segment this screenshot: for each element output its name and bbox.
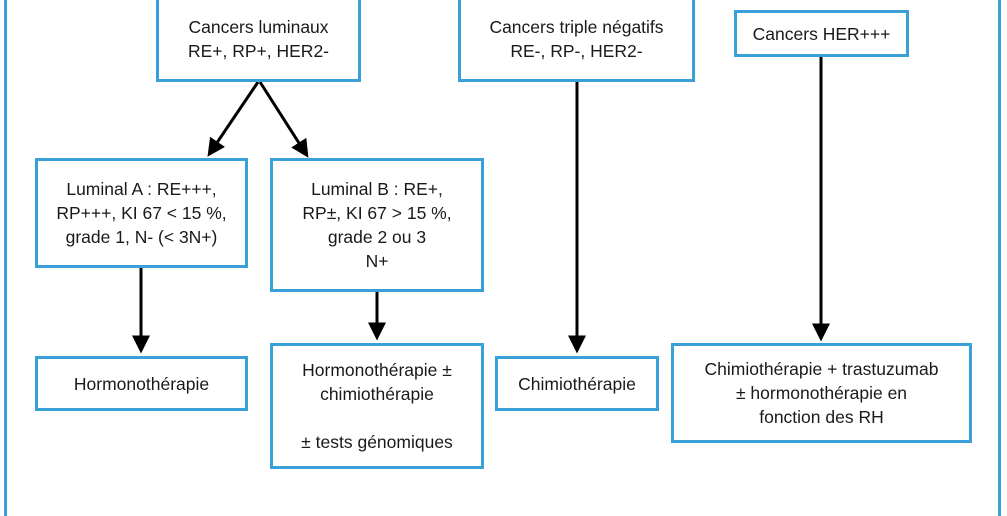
node-chimiotherapie: Chimiothérapie [495,356,659,411]
node-line: Luminal B : RE+, [311,179,443,199]
arrow-luminaux-to-luminal-a [207,81,260,157]
frame-right-border [998,0,1001,516]
node-hormonotherapie-chimiotherapie: Hormonothérapie ± chimiothérapie ± tests… [270,343,484,469]
node-line: grade 2 ou 3 [327,227,427,247]
node-line: RE-, RP-, HER2- [510,41,643,61]
node-line: ± hormonothérapie en [735,383,908,403]
node-line: RP+++, KI 67 < 15 %, [56,203,227,223]
node-line: grade 1, N- (< 3N+) [65,227,218,247]
node-cancers-her: Cancers HER+++ [734,10,909,57]
node-line: Hormonothérapie [73,373,210,394]
node-line: Chimiothérapie [518,373,636,394]
node-line: chimiothérapie [320,384,434,404]
node-line: N+ [365,251,389,271]
node-line: Hormonothérapie ± [302,360,452,380]
node-line: Luminal A : RE+++, [66,179,217,199]
node-line [301,406,453,430]
node-line: RE+, RP+, HER2- [187,41,330,61]
node-cancers-triple-negatifs: Cancers triple négatifs RE-, RP-, HER2- [458,0,695,82]
node-line: Cancers triple négatifs [489,17,664,37]
node-line: RP±, KI 67 > 15 %, [302,203,452,223]
node-luminal-b: Luminal B : RE+, RP±, KI 67 > 15 %, grad… [270,158,484,292]
node-hormonotherapie: Hormonothérapie [35,356,248,411]
node-line: Chimiothérapie + trastuzumab [704,359,939,379]
frame-left-border [4,0,7,516]
arrow-luminaux-to-luminal-b [258,81,309,158]
node-cancers-luminaux: Cancers luminaux RE+, RP+, HER2- [156,0,361,82]
node-line: Cancers HER+++ [752,23,891,44]
node-line: Cancers luminaux [188,17,329,37]
node-luminal-a: Luminal A : RE+++, RP+++, KI 67 < 15 %, … [35,158,248,268]
node-line: fonction des RH [759,407,884,427]
node-line: ± tests génomiques [301,432,453,452]
node-chimiotherapie-trastuzumab: Chimiothérapie + trastuzumab ± hormonoth… [671,343,972,443]
